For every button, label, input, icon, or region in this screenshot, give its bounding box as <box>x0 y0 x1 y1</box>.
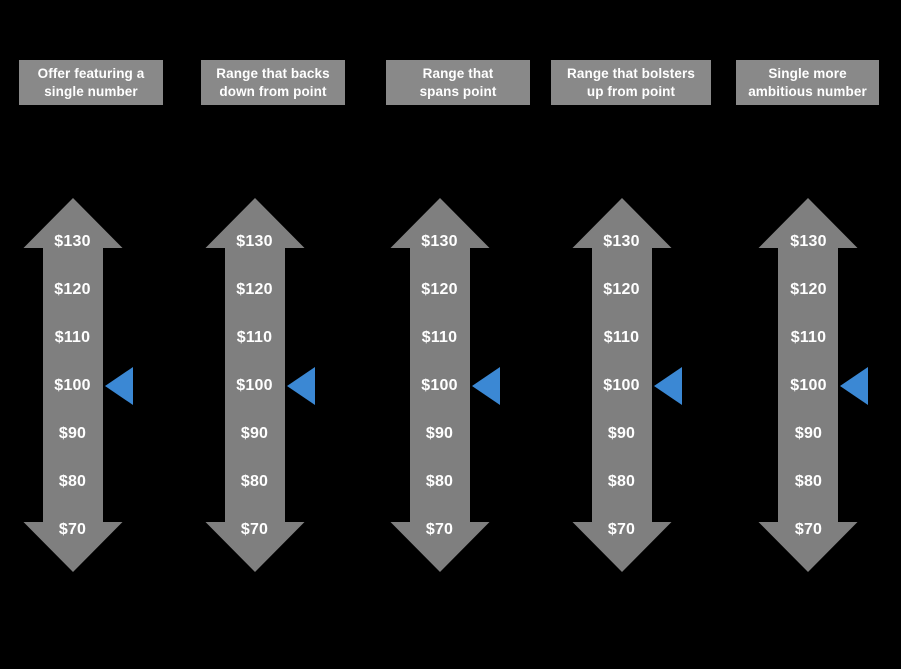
column-single-more-ambitious: Single more ambitious number $130 $120 $… <box>736 0 901 669</box>
anchor-pointer-icon <box>840 367 868 405</box>
column-offer-single-number: Offer featuring a single number $130 $12… <box>0 0 182 669</box>
double-arrow-icon <box>736 196 901 574</box>
column-range-spans-point: Range that spans point $130 $120 $110 $1… <box>367 0 549 669</box>
label-text: Range that spans point <box>419 65 497 99</box>
double-arrow-icon <box>182 196 364 574</box>
anchor-pointer-icon <box>105 367 133 405</box>
label-text: Single more ambitious number <box>748 65 867 99</box>
double-arrow-icon <box>549 196 731 574</box>
label-box-range-bolsters-up: Range that bolsters up from point <box>551 60 711 105</box>
double-arrow-icon <box>367 196 549 574</box>
label-box-single-more-ambitious: Single more ambitious number <box>736 60 879 105</box>
anchor-pointer-icon <box>287 367 315 405</box>
anchor-pointer-icon <box>472 367 500 405</box>
label-text: Offer featuring a single number <box>37 65 145 99</box>
label-text: Range that backs down from point <box>216 65 330 99</box>
double-arrow-icon <box>0 196 182 574</box>
label-box-range-spans-point: Range that spans point <box>386 60 530 105</box>
column-range-bolsters-up: Range that bolsters up from point $130 $… <box>549 0 731 669</box>
column-range-backs-down: Range that backs down from point $130 $1… <box>182 0 364 669</box>
label-text: Range that bolsters up from point <box>567 65 695 99</box>
label-box-offer-single-number: Offer featuring a single number <box>19 60 163 105</box>
label-box-range-backs-down: Range that backs down from point <box>201 60 345 105</box>
anchor-pointer-icon <box>654 367 682 405</box>
